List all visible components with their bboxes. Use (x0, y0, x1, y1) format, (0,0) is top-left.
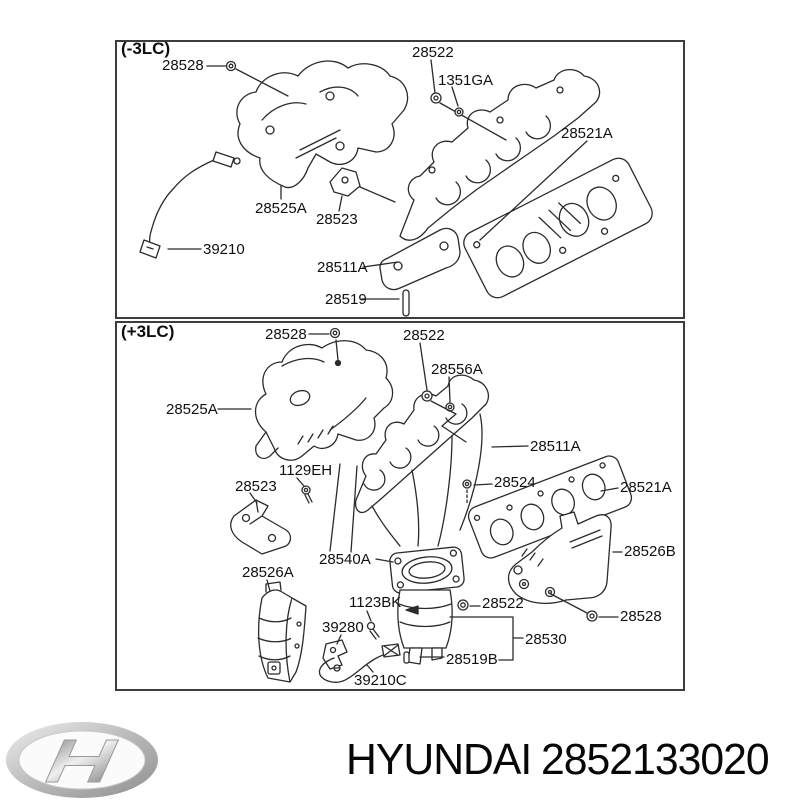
part-label-28521a-top: 28521A (561, 125, 613, 142)
part-label-39210c: 39210C (354, 672, 407, 689)
part-label-28519b: 28519B (446, 651, 498, 668)
part-label-28540a: 28540A (319, 551, 371, 568)
diagram-panel-plus-3lc (115, 321, 685, 691)
part-label-28530: 28530 (525, 631, 567, 648)
part-label-39280: 39280 (322, 619, 364, 636)
part-label-1123bk: 1123BK (349, 594, 402, 611)
part-label-28528-b-top: 28528 (265, 326, 307, 343)
part-label-28523-b: 28523 (235, 478, 277, 495)
part-label-28526b: 28526B (624, 543, 676, 560)
part-label-1351ga: 1351GA (438, 72, 494, 89)
part-label-28525a-top: 28525A (255, 200, 307, 217)
part-label-28522-top: 28522 (412, 44, 454, 61)
part-label-28523-top: 28523 (316, 211, 358, 228)
hyundai-logo (6, 722, 158, 798)
diagram-panel-minus-3lc (115, 40, 685, 319)
part-label-28528-b-bot: 28528 (620, 608, 662, 625)
part-label-28526a: 28526A (242, 564, 294, 581)
variant-label-minus-3lc: (-3LC) (121, 39, 171, 58)
part-label-28511a-top: 28511A (317, 259, 368, 276)
part-label-28519: 28519 (325, 291, 367, 308)
part-label-28522-mid: 28522 (482, 595, 524, 612)
part-label-28556a: 28556A (431, 361, 483, 378)
part-label-39210: 39210 (203, 241, 245, 258)
variant-label-plus-3lc: (+3LC) (121, 322, 175, 341)
part-label-28524: 28524 (494, 474, 536, 491)
part-label-1129eh: 1129EH (279, 462, 333, 479)
part-label-28511a-b: 28511A (530, 438, 581, 455)
part-number-text: 2852133020 (541, 735, 770, 784)
part-label-28521a-b: 28521A (620, 479, 672, 496)
part-label-28525a-b: 28525A (166, 401, 218, 418)
part-label-28522-b-top: 28522 (403, 327, 445, 344)
brand-text: HYUNDAI (346, 735, 532, 784)
part-label-28528-top: 28528 (162, 57, 204, 74)
